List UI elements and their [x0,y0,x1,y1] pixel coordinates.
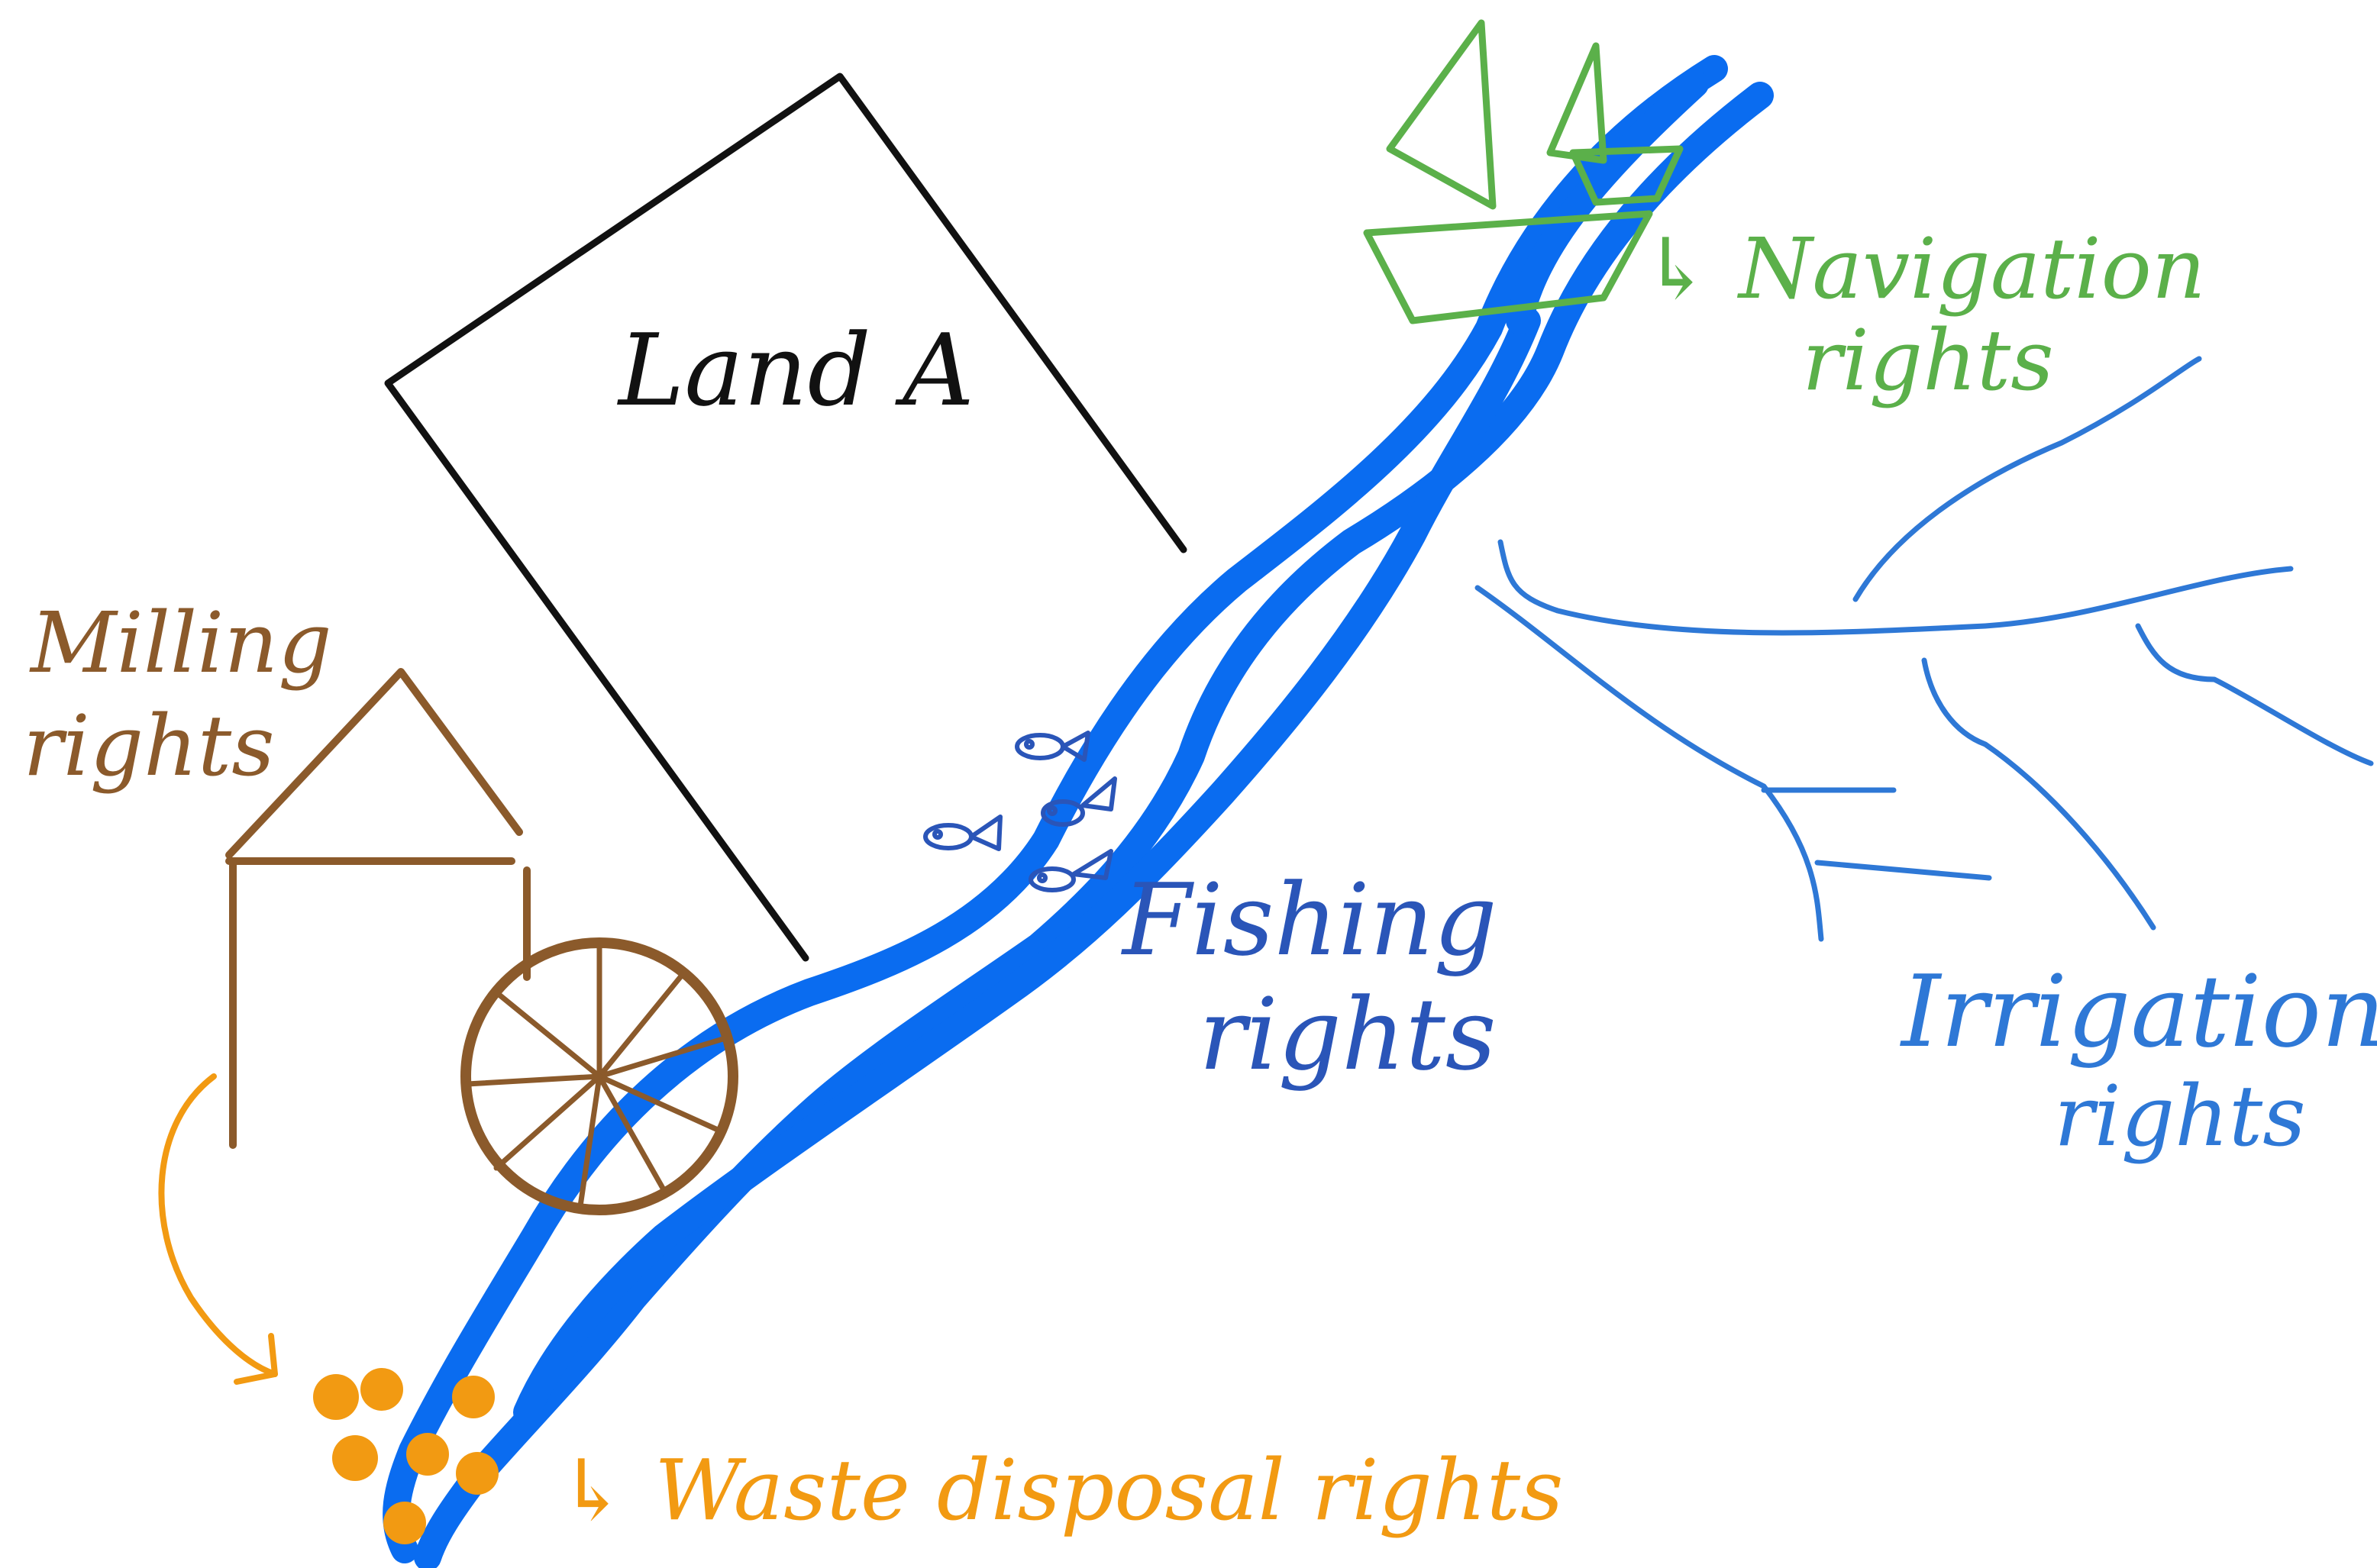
fishing-label-line2: rights [1199,976,1497,1092]
milling-label-line1: Milling [29,594,332,692]
fishing-label-line1: Fishing [1121,862,1497,978]
navigation-label-line1: ↳ Navigation [1642,220,2206,318]
land-label: Land A [617,312,974,428]
milling-label-line2: rights [23,697,275,795]
waste-label: ↳ Waste disposal rights [557,1441,1563,1539]
irrigation-label-line2: rights [2054,1067,2306,1165]
irrigation-label-line1: Irrigation [1900,953,2377,1070]
navigation-label-line2: rights [1802,311,2054,409]
